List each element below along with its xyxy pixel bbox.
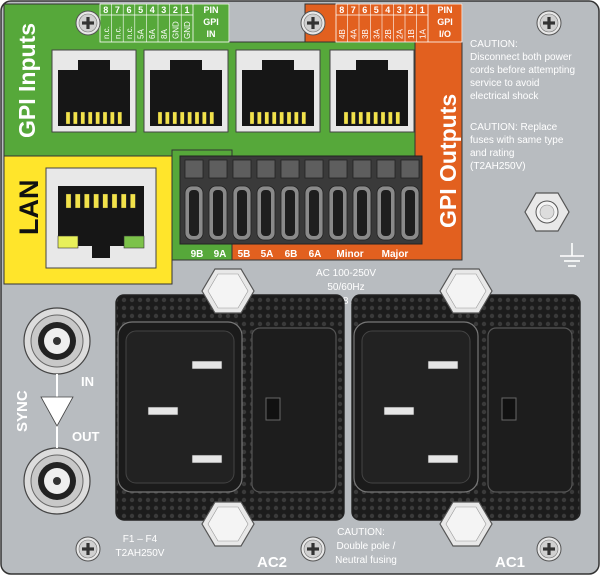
pin-number: 8: [339, 5, 344, 15]
pin-signal: GND: [183, 21, 192, 39]
pin-signal: 4A: [349, 29, 358, 39]
gpi-output-jack-1[interactable]: [235, 49, 321, 133]
caution-line: electrical shock: [470, 91, 539, 102]
caution-fusing-line3: Neutral fusing: [335, 555, 397, 566]
ac1-fuse-drawer[interactable]: [487, 327, 573, 493]
pin-signal: n.c.: [102, 26, 111, 39]
ac2-label: AC2: [257, 554, 287, 571]
caution-line: service to avoid: [470, 78, 539, 89]
pin-number: 8: [103, 5, 108, 15]
gpi-output-jack-2[interactable]: [329, 49, 415, 133]
screw-icon: [75, 10, 101, 36]
terminal-label: 6A: [309, 249, 322, 260]
pin-number: 3: [397, 5, 402, 15]
pin-signal: 8A: [160, 29, 169, 39]
caution-line: and rating: [470, 148, 514, 159]
gpi-terminal-block[interactable]: [179, 155, 423, 245]
caution-line: Disconnect both power: [470, 52, 572, 63]
gpi-input-jack-2[interactable]: [143, 49, 229, 133]
pin-number: 4: [150, 5, 155, 15]
screw-icon: [300, 536, 326, 562]
gpi-inputs-pin-header: PIN: [203, 5, 218, 15]
ac2-power-inlet[interactable]: [115, 294, 345, 521]
ac1-label: AC1: [495, 554, 525, 571]
gpi-inputs-io-header: IN: [207, 29, 216, 39]
caution-line: fuses with same type: [470, 135, 564, 146]
pin-number: 6: [126, 5, 131, 15]
sync-in-connector[interactable]: [23, 307, 91, 375]
caution-shock-text: CAUTION: Disconnect both power cords befor…: [470, 39, 575, 102]
caution-fuse-text: CAUTION: Replace fuses with same type and …: [470, 122, 564, 172]
pin-signal: 3B: [361, 29, 370, 39]
pin-signal: GND: [171, 21, 180, 39]
pin-signal: n.c.: [113, 26, 122, 39]
pin-number: 1: [184, 5, 189, 15]
gpi-outputs-pin-header: PIN: [437, 5, 452, 15]
screw-icon: [536, 10, 562, 36]
lan-activity-led: [57, 235, 79, 249]
terminal-label: 9B: [191, 249, 204, 260]
ac1-power-inlet[interactable]: [351, 294, 581, 521]
pin-number: 7: [115, 5, 120, 15]
sync-direction-arrow-icon: [40, 374, 74, 448]
pin-number: 2: [408, 5, 413, 15]
terminal-label: 5B: [238, 249, 251, 260]
gpi-outputs-pin-table: PIN GPI I/O 8 4B 7 4A 6 3B 5 3A 4 2B 3 2A 2 1B 1 1A: [335, 3, 463, 43]
terminal-label: 9A: [214, 249, 227, 260]
terminal-label: Minor: [336, 249, 363, 260]
screw-icon: [300, 10, 326, 36]
fuse-rating-line1: F1 – F4: [123, 534, 158, 545]
pin-number: 6: [362, 5, 367, 15]
screw-icon: [75, 536, 101, 562]
fuse-rating-line2: T2AH250V: [116, 548, 165, 559]
ac-spec-frequency: 50/60Hz: [327, 282, 364, 293]
pin-signal: 2B: [384, 29, 393, 39]
pin-number: 1: [420, 5, 425, 15]
pin-signal: 5A: [137, 29, 146, 39]
lan-title: LAN: [14, 180, 44, 236]
pin-signal: 1B: [407, 29, 416, 39]
terminal-label: 5A: [261, 249, 274, 260]
lan-link-led: [123, 235, 145, 249]
pin-signal: n.c.: [125, 26, 134, 39]
ac-spec-voltage: AC 100-250V: [316, 268, 376, 279]
pin-number: 5: [138, 5, 143, 15]
caution-line: cords before attempting: [470, 65, 575, 76]
pin-signal: 3A: [372, 29, 381, 39]
lan-jack[interactable]: [45, 167, 157, 269]
pin-signal: 4B: [338, 29, 347, 39]
gpi-inputs-title: GPI Inputs: [14, 23, 40, 138]
screw-icon: [536, 536, 562, 562]
terminal-label: 6B: [285, 249, 298, 260]
pin-signal: 6A: [148, 29, 157, 39]
caution-line: CAUTION:: [470, 39, 518, 50]
ground-icon: [560, 243, 584, 267]
pin-signal: 1A: [418, 29, 427, 39]
caution-line: (T2AH250V): [470, 161, 526, 172]
pin-number: 2: [173, 5, 178, 15]
ac-spec-current: 1,8 A: [335, 296, 358, 307]
gpi-input-jack-1[interactable]: [51, 49, 137, 133]
gpi-inputs-gpi-header: GPI: [203, 17, 219, 27]
sync-out-label: OUT: [72, 429, 100, 444]
pin-number: 7: [351, 5, 356, 15]
sync-title: SYNC: [14, 390, 31, 432]
caution-fusing-line1: CAUTION:: [337, 527, 385, 538]
ac2-fuse-drawer[interactable]: [251, 327, 337, 493]
pin-number: 5: [374, 5, 379, 15]
gpi-outputs-gpi-header: GPI: [437, 17, 453, 27]
pin-signal: 2A: [395, 29, 404, 39]
pin-number: 3: [161, 5, 166, 15]
terminal-label: Major: [382, 249, 409, 260]
caution-line: CAUTION: Replace: [470, 122, 558, 133]
sync-out-connector[interactable]: [23, 447, 91, 515]
gpi-outputs-title: GPI Outputs: [435, 94, 461, 228]
ground-stud: [524, 192, 570, 232]
pin-number: 4: [385, 5, 390, 15]
sync-in-label: IN: [81, 374, 94, 389]
gpi-outputs-io-header: I/O: [439, 29, 451, 39]
caution-fusing-line2: Double pole /: [337, 541, 396, 552]
